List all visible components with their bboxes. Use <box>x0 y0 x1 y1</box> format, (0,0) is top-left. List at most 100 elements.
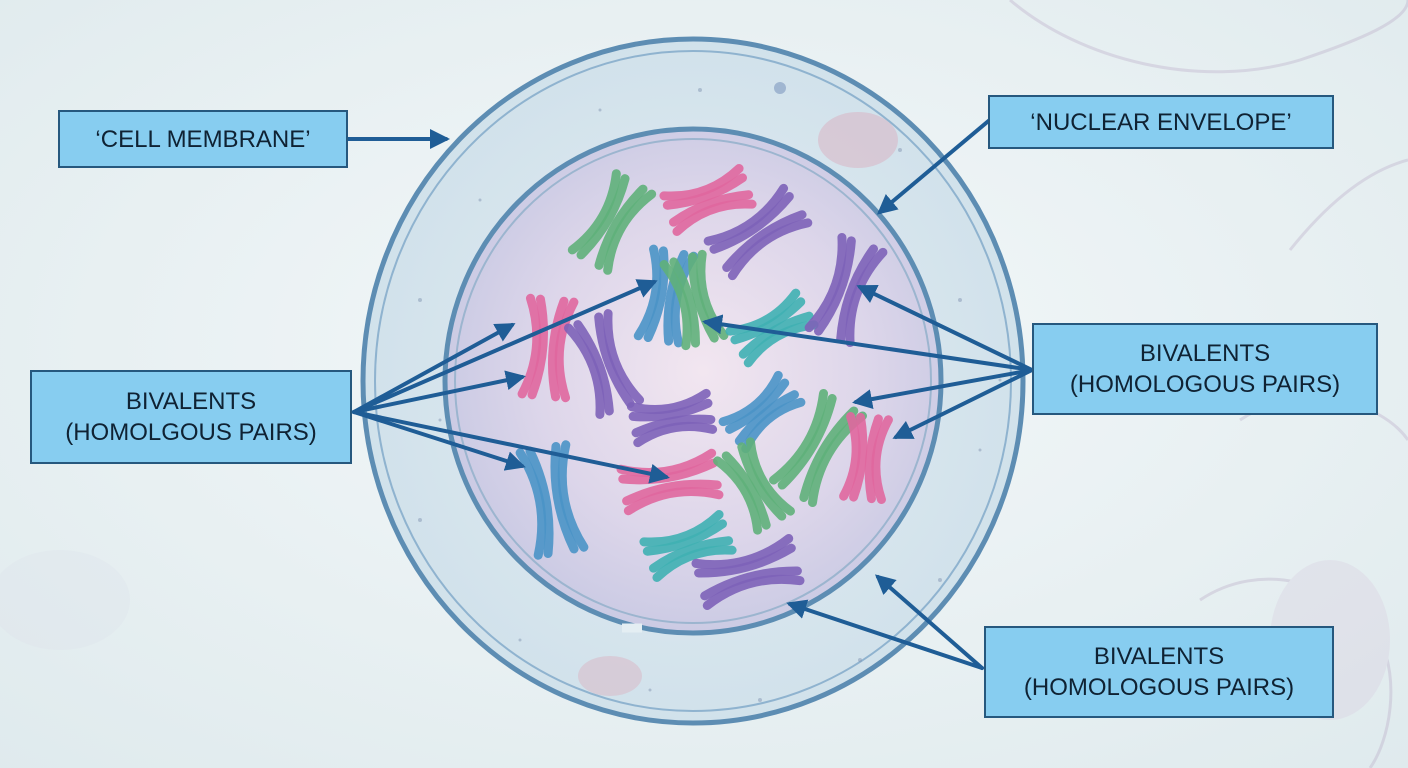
arrow-bottom-2 <box>786 599 984 670</box>
chromatid <box>639 509 724 547</box>
chromatid <box>659 163 744 201</box>
arrow-right-4 <box>892 368 1034 439</box>
cell-membrane-label-text: ‘CELL MEMBRANE’ <box>95 125 311 153</box>
left-bivalents-line2: (HOMOLGOUS PAIRS) <box>65 419 317 446</box>
chromatid <box>567 169 621 255</box>
chromatid <box>713 456 763 535</box>
chromatid <box>517 293 542 399</box>
chromatid <box>691 534 794 570</box>
arrow-right-2 <box>702 314 1034 372</box>
chromatid <box>703 183 789 246</box>
chromosome-pair <box>718 370 806 454</box>
right-bivalents-line1: BIVALENTS <box>1139 340 1271 367</box>
chromatid <box>777 393 837 490</box>
chromatid <box>603 189 657 275</box>
nuclear-envelope-inner-line <box>454 138 932 624</box>
arrow-bottom-1 <box>874 574 984 670</box>
chromatid <box>668 190 754 227</box>
chromosome-pair <box>626 388 718 448</box>
chromatid <box>769 388 829 485</box>
chromatid <box>849 412 868 502</box>
chromatid <box>669 257 701 348</box>
chromosome-pair <box>839 411 893 505</box>
arrow-left-4 <box>352 410 526 471</box>
chromatid <box>623 486 724 516</box>
nuclear-envelope-label: ‘NUCLEAR ENVELOPE’ <box>988 95 1334 149</box>
chromatid <box>734 390 799 446</box>
cytoplasm-speckles <box>418 88 1002 702</box>
chromatid <box>594 184 648 270</box>
chromatid <box>515 448 547 560</box>
left-bivalents-label: BIVALENTS (HOMOLGOUS PAIRS) <box>30 370 352 464</box>
arrow-left-1 <box>352 279 658 414</box>
chromatid <box>702 574 805 610</box>
chromatid <box>730 297 806 345</box>
chromatid <box>628 398 713 422</box>
chromatid <box>554 297 579 403</box>
chromatid <box>622 479 722 506</box>
chromatid <box>633 421 718 448</box>
chromatid <box>648 536 734 573</box>
chromosome-pair <box>639 509 737 583</box>
chromatid <box>662 173 748 210</box>
chromatid <box>527 294 548 400</box>
chromatid <box>871 415 893 505</box>
chromosome-pair <box>804 232 888 348</box>
left-bivalents-line1: BIVALENTS <box>125 388 257 415</box>
chromatid <box>643 246 669 343</box>
chromatid <box>722 210 807 272</box>
organelle <box>774 82 786 94</box>
chromatid <box>659 260 692 351</box>
organelle <box>578 656 642 696</box>
bottom-bivalents-label: BIVALENTS (HOMOLOGOUS PAIRS) <box>984 626 1334 718</box>
arrow-right-1 <box>856 284 1034 372</box>
right-bivalents-line2: (HOMOLOGOUS PAIRS) <box>1069 371 1341 398</box>
chromatid <box>737 442 787 521</box>
chromatid <box>836 244 879 344</box>
chromatid <box>721 451 771 530</box>
chromosome-pair <box>515 440 589 560</box>
chromatid <box>864 414 883 504</box>
chromatid <box>745 437 795 516</box>
arrow-left-2 <box>352 323 516 414</box>
chromatid <box>725 378 790 434</box>
chromatid <box>626 388 711 415</box>
chromatid <box>525 446 554 559</box>
chromatid <box>709 192 794 254</box>
chromatid <box>631 414 716 438</box>
chromatid <box>725 288 801 336</box>
arrow-group <box>344 116 1034 670</box>
chromosome-pair <box>769 388 867 508</box>
chromosome-pair <box>567 169 657 275</box>
chromosome-pair <box>691 534 805 610</box>
chromatid <box>573 320 614 416</box>
chromatid <box>652 545 737 583</box>
chromatid <box>550 441 579 554</box>
chromatid <box>594 312 635 408</box>
bottom-bivalents-line1: BIVALENTS <box>1093 643 1225 670</box>
chromosome-pair <box>517 293 579 403</box>
chromatid <box>694 543 796 578</box>
arrow-nuclear-envelope <box>876 116 994 215</box>
chromatid <box>718 370 783 427</box>
chromatid <box>813 236 856 336</box>
cell-membrane-label: ‘CELL MEMBRANE’ <box>58 110 348 168</box>
chromatid <box>563 323 605 419</box>
chromosome-pair <box>703 183 813 281</box>
right-bivalents-label: BIVALENTS (HOMOLOGOUS PAIRS) <box>1032 323 1378 415</box>
chromatid <box>700 566 802 601</box>
nuclear-envelope-label-text: ‘NUCLEAR ENVELOPE’ <box>1030 108 1292 136</box>
chromatid <box>576 174 630 260</box>
chromatid <box>799 406 859 503</box>
chromatid <box>727 218 813 281</box>
chromatid <box>603 309 645 405</box>
chromosome-group <box>515 163 893 610</box>
chromosome-pair <box>563 309 645 419</box>
chromosome-pair <box>713 437 795 535</box>
chromosome-pair <box>659 163 757 237</box>
organelle <box>818 112 898 168</box>
arrow-left-5 <box>352 410 670 484</box>
chromatid <box>548 296 569 402</box>
chromatid <box>672 199 757 237</box>
